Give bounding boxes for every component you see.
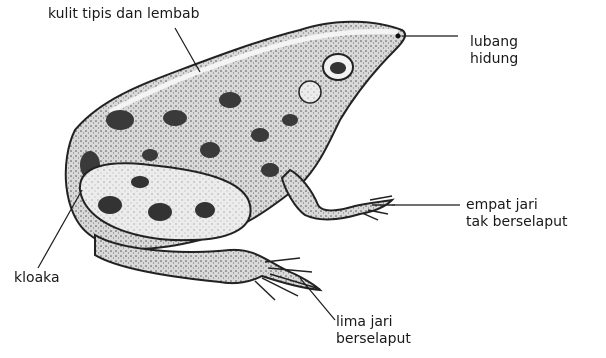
nostril — [396, 34, 401, 39]
label-hind-foot: lima jari berselaput — [336, 314, 411, 348]
label-nostril: lubang hidung — [470, 34, 518, 68]
leader-skin — [175, 28, 200, 72]
tympanum — [299, 81, 321, 103]
label-cloaca: kloaka — [14, 270, 60, 287]
leader-hind-foot — [300, 278, 335, 320]
leader-cloaca — [38, 190, 82, 268]
label-front-foot: empat jari tak berselaput — [466, 197, 568, 231]
label-skin: kulit tipis dan lembab — [48, 6, 199, 23]
